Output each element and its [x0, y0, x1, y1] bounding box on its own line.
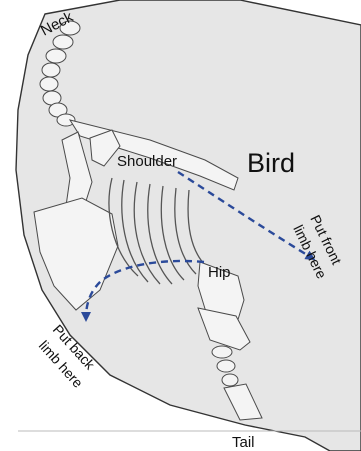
hip-label: Hip	[208, 264, 231, 281]
tail-label: Tail	[232, 434, 255, 451]
title-label: Bird	[247, 148, 295, 178]
shoulder-label: Shoulder	[117, 153, 177, 170]
